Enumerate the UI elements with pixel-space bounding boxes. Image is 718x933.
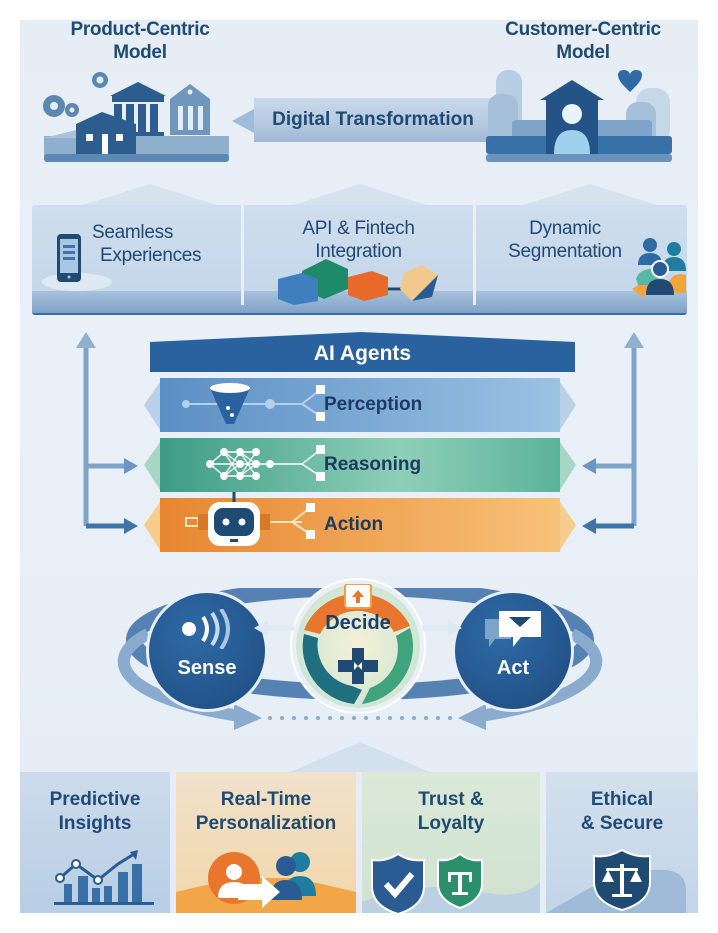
action-label: Action <box>324 514 384 535</box>
outcome-line2: Loyalty <box>417 813 485 834</box>
neural-network-icon <box>206 445 325 481</box>
left-feedback-arrows <box>76 332 138 534</box>
outcome-line1: Ethical <box>590 789 654 810</box>
dotted-connector <box>268 716 452 720</box>
pillar-seamless-experiences: Seamless Experiences <box>32 205 241 293</box>
signal-waves-icon <box>182 609 230 649</box>
layer-perception: Perception <box>144 378 576 432</box>
pillar-dynamic-segmentation: Dynamic Segmentation <box>476 205 687 297</box>
outcome-label: Trust & Loyalty <box>362 788 540 836</box>
pillar-line2: Experiences <box>100 245 202 266</box>
outcome-line1: Real-Time <box>220 789 312 810</box>
row-divider <box>241 205 244 305</box>
pillar-line1: Seamless <box>92 222 174 243</box>
trust-shields <box>362 852 540 913</box>
customer-centric-title: Customer-Centric Model <box>478 18 688 64</box>
smartphone-icon <box>57 234 81 282</box>
layer-reasoning: Reasoning <box>144 438 576 492</box>
product-centric-title: Product-Centric Model <box>40 18 240 64</box>
pillar-line1: API & Fintech <box>302 218 415 239</box>
outcome-label: Real-Time Personalization <box>176 788 356 836</box>
right-feedback-arrows <box>582 332 644 534</box>
digital-transformation-label: Digital Transformation <box>272 109 474 130</box>
outcome-predictive-insights: Predictive Insights <box>20 772 170 913</box>
act-label: Act <box>496 657 530 679</box>
sense-node: Sense <box>146 590 268 712</box>
outcomes-row: Predictive Insights Real-Time Personaliz… <box>20 772 698 913</box>
customer-centric-line2: Model <box>556 42 610 63</box>
decide-label: Decide <box>325 612 391 634</box>
bank-buildings-icon <box>43 72 229 162</box>
roof-shape <box>150 332 575 372</box>
customer-centric-line1: Customer-Centric <box>505 19 661 40</box>
row-divider <box>473 205 476 305</box>
decide-node: Decide <box>290 578 426 714</box>
heart-icon <box>618 70 642 92</box>
ai-agents-header: AI Agents <box>150 330 575 372</box>
product-centric-line1: Product-Centric <box>70 19 210 40</box>
layer-band <box>144 438 576 492</box>
digital-transformation-banner: Digital Transformation <box>232 98 514 144</box>
decide-cycle-ring <box>292 580 424 712</box>
pillar-label: Seamless Experiences <box>84 221 224 267</box>
chart-trend-icon <box>54 850 154 905</box>
chat-bubbles-icon <box>485 611 541 647</box>
banner-band <box>254 98 492 142</box>
robot-icon <box>185 492 315 546</box>
outcome-line1: Trust & <box>418 789 484 810</box>
product-centric-line2: Model <box>113 42 167 63</box>
up-chevron-bottom <box>290 742 430 772</box>
person-arrow-icon <box>176 852 356 913</box>
outcome-line2: Insights <box>58 813 132 834</box>
shield-check-icon <box>371 852 425 913</box>
decision-doc-icon <box>344 584 372 609</box>
sense-label: Sense <box>177 657 237 679</box>
people-group-icon <box>632 238 686 297</box>
ethical-shield <box>546 848 686 913</box>
gear-icon <box>43 72 108 117</box>
act-node: Act <box>452 590 574 712</box>
customer-home-icon <box>486 70 672 162</box>
decision-cross-icon <box>338 648 378 684</box>
outcome-label: Ethical & Secure <box>546 788 698 836</box>
pillar-label: Dynamic Segmentation <box>490 217 640 263</box>
pillar-api-fintech: API & Fintech Integration <box>244 205 473 305</box>
row-floor <box>32 291 687 313</box>
outcome-line1: Predictive <box>49 789 141 810</box>
pillar-label: API & Fintech Integration <box>244 217 473 263</box>
ai-agents-title: AI Agents <box>313 342 412 365</box>
outcome-line2: & Secure <box>580 813 664 834</box>
outcome-line2: Personalization <box>195 813 337 834</box>
decide-to-sense-arrow <box>254 620 294 636</box>
shield-scale-icon <box>593 848 651 912</box>
pillar-line2: Integration <box>315 241 402 262</box>
outcome-trust-loyalty: Trust & Loyalty <box>362 772 540 913</box>
outcome-label: Predictive Insights <box>20 788 170 836</box>
funnel-icon <box>182 383 325 424</box>
perception-label: Perception <box>324 394 423 415</box>
pillar-line1: Dynamic <box>529 218 601 239</box>
layer-action: Action <box>144 492 576 552</box>
decide-to-act-arrow <box>422 620 462 636</box>
outcome-real-time-personalization: Real-Time Personalization <box>176 772 356 913</box>
outcome-ethical-secure: Ethical & Secure <box>546 772 698 913</box>
shield-scale-icon <box>437 852 483 910</box>
pillar-line2: Segmentation <box>508 241 622 262</box>
connected-blocks-icon <box>278 259 438 305</box>
capabilities-row: Seamless Experiences API & Fintech Integ… <box>32 205 687 313</box>
reasoning-label: Reasoning <box>324 454 422 475</box>
up-chevrons <box>80 184 660 206</box>
